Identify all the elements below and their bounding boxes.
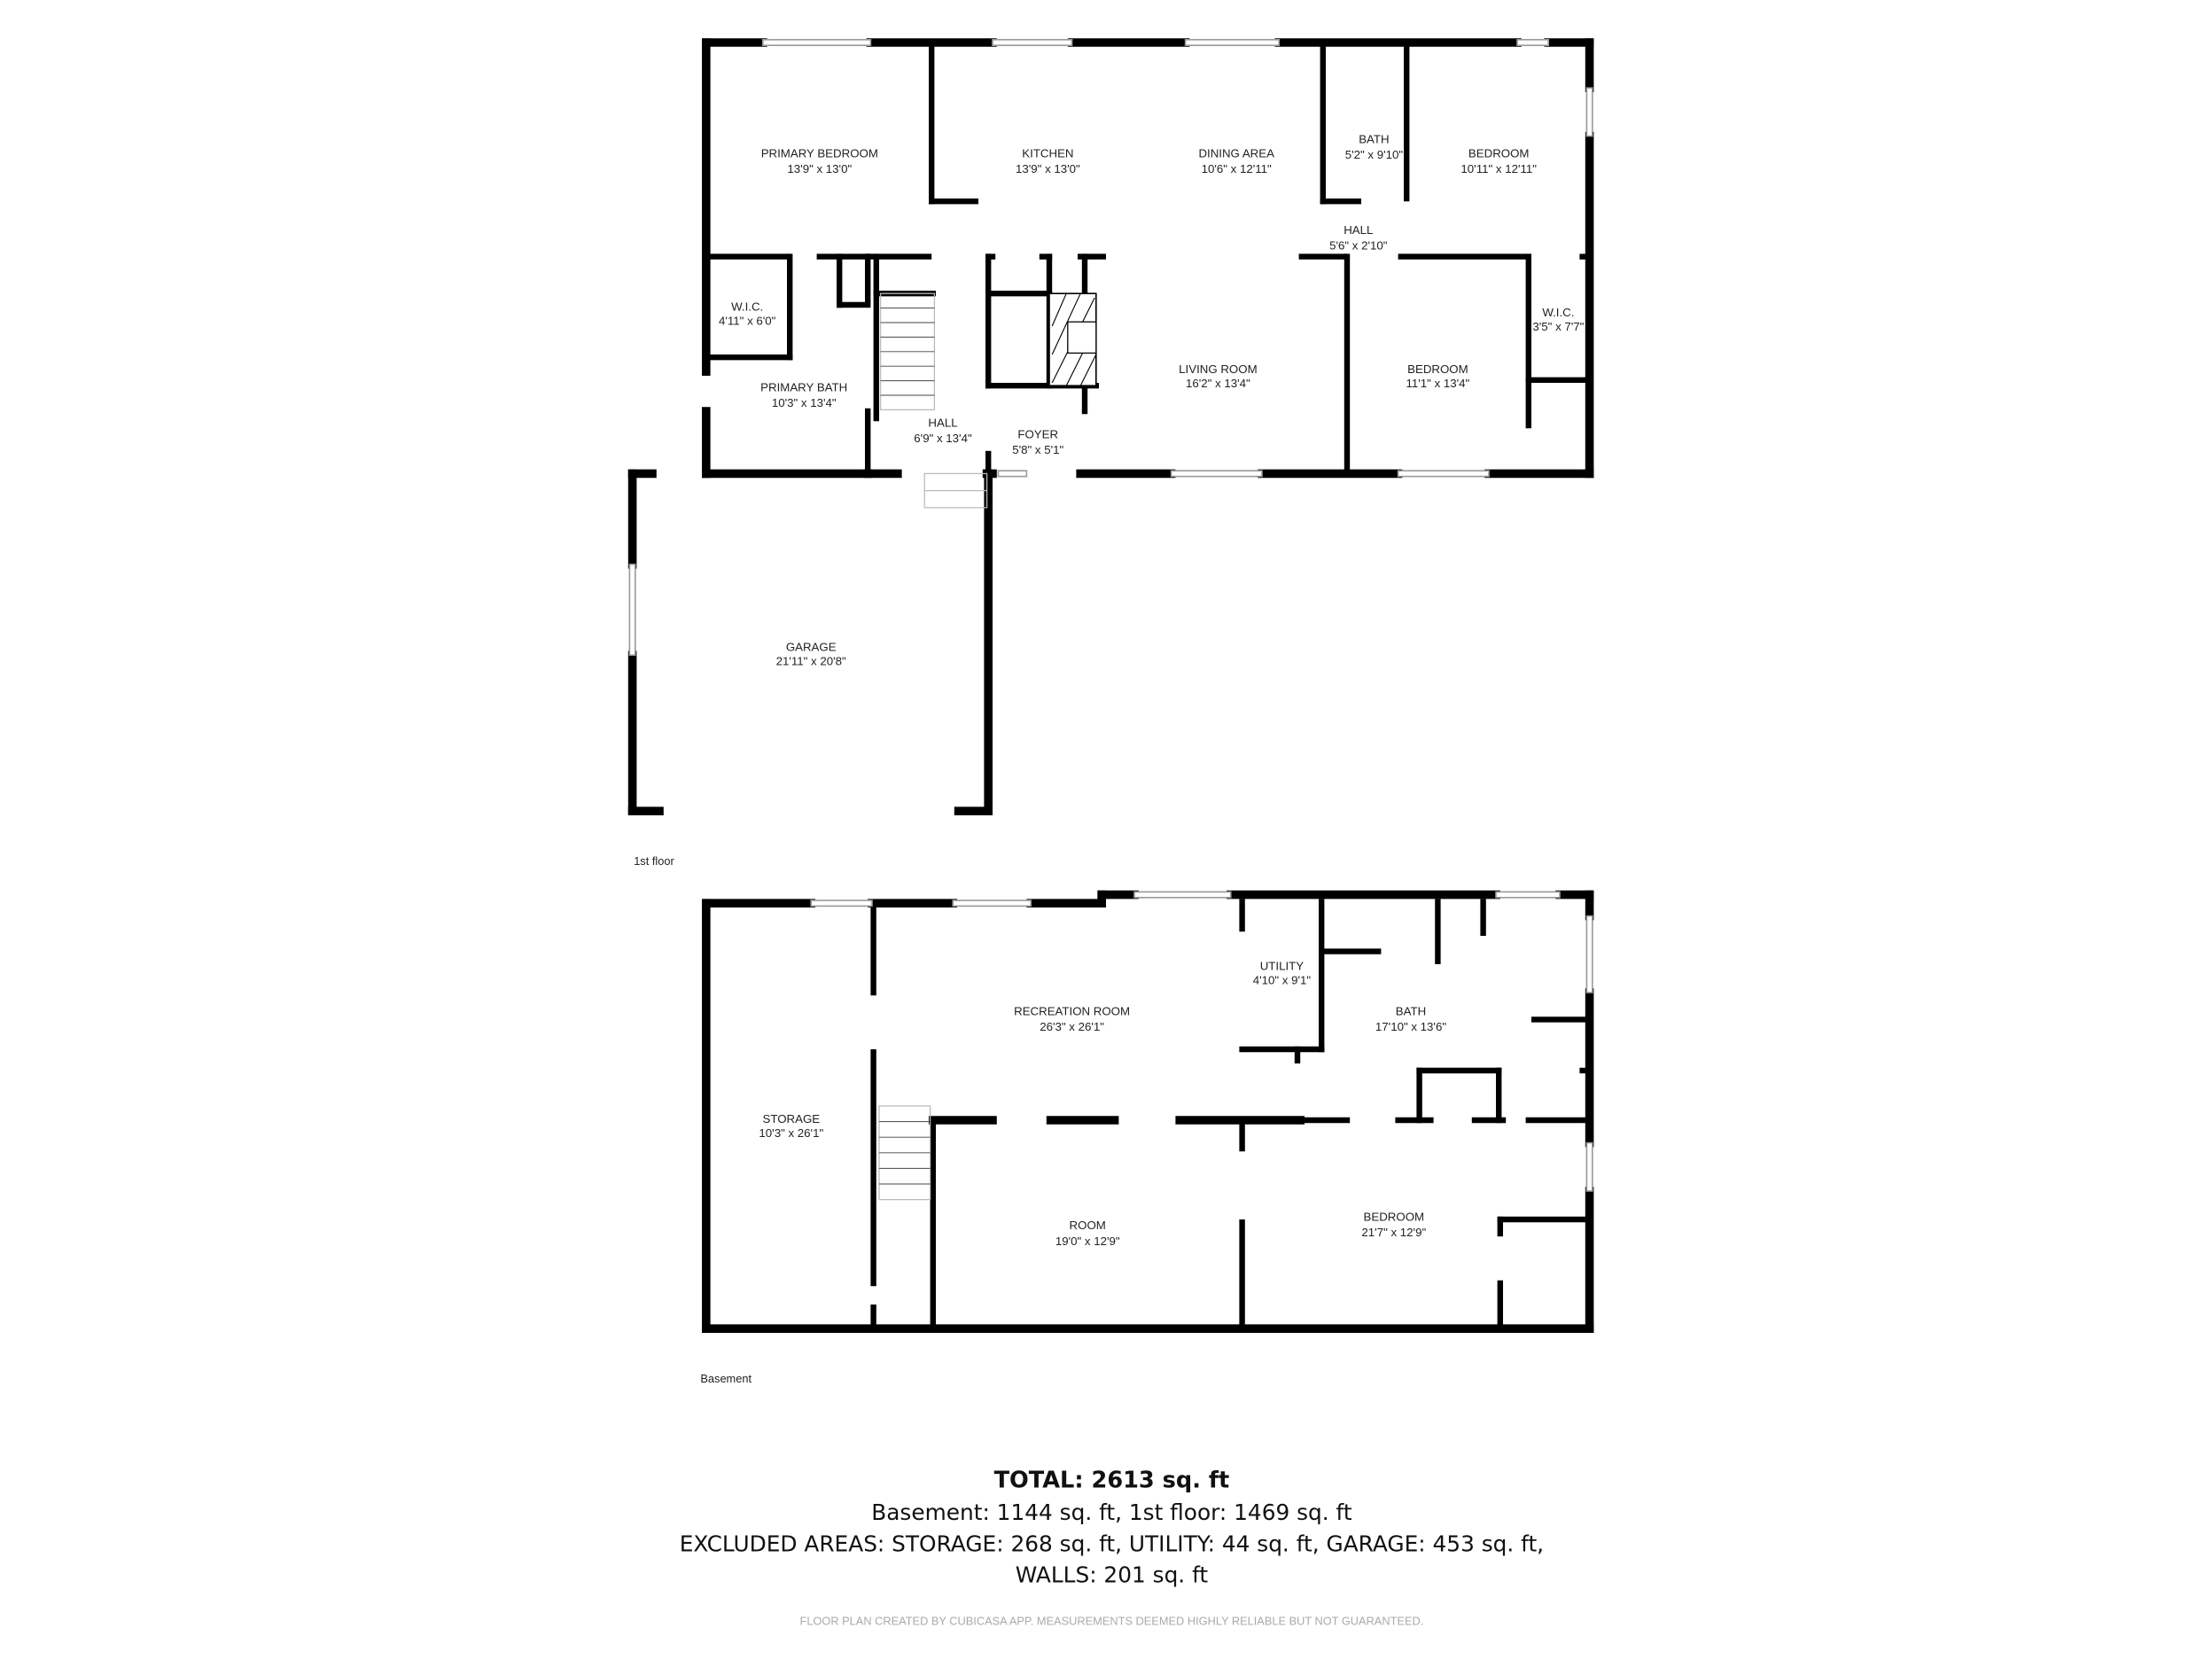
window bbox=[1585, 87, 1593, 137]
room-wic-1: W.I.C.4'11" x 6'0" bbox=[719, 300, 776, 327]
svg-text:4'10" x 9'1": 4'10" x 9'1" bbox=[1253, 973, 1312, 986]
svg-text:4'11" x 6'0": 4'11" x 6'0" bbox=[719, 314, 776, 327]
window bbox=[628, 564, 636, 656]
svg-text:HALL: HALL bbox=[928, 417, 957, 430]
window bbox=[1184, 39, 1280, 46]
window bbox=[810, 900, 873, 907]
room-wic-2: W.I.C.3'5" x 7'7" bbox=[1532, 306, 1584, 333]
room-basement-bedroom: BEDROOM 21'7" x 12'9" bbox=[1361, 1211, 1426, 1240]
fireplace bbox=[1048, 292, 1097, 387]
svg-text:UTILITY: UTILITY bbox=[1260, 959, 1305, 972]
svg-text:21'7" x 12'9": 21'7" x 12'9" bbox=[1361, 1226, 1426, 1239]
svg-text:STORAGE: STORAGE bbox=[762, 1112, 820, 1125]
svg-text:6'9" x 13'4": 6'9" x 13'4" bbox=[914, 432, 972, 445]
svg-text:10'11" x 12'11": 10'11" x 12'11" bbox=[1460, 162, 1537, 175]
entry-steps bbox=[923, 472, 988, 509]
svg-text:11'1" x 13'4": 11'1" x 13'4" bbox=[1406, 377, 1470, 390]
svg-text:BEDROOM: BEDROOM bbox=[1364, 1211, 1425, 1224]
disclaimer: FLOOR PLAN CREATED BY CUBICASA APP. MEAS… bbox=[800, 1615, 1424, 1628]
floor-label-basement: Basement bbox=[700, 1372, 752, 1385]
window bbox=[1170, 470, 1263, 478]
svg-text:GARAGE: GARAGE bbox=[786, 640, 837, 653]
svg-text:3'5" x 7'7": 3'5" x 7'7" bbox=[1532, 320, 1584, 333]
first-floor-labels: PRIMARY BEDROOM 13'9" x 13'0" KITCHEN 13'9… bbox=[634, 133, 1584, 868]
svg-text:10'3" x 26'1": 10'3" x 26'1" bbox=[759, 1126, 823, 1140]
svg-text:BATH: BATH bbox=[1396, 1005, 1426, 1018]
window bbox=[952, 900, 1032, 907]
walls bbox=[627, 38, 1594, 1333]
svg-text:26'3" x 26'1": 26'3" x 26'1" bbox=[1040, 1020, 1104, 1033]
svg-text:DINING AREA: DINING AREA bbox=[1198, 147, 1274, 160]
svg-text:PRIMARY BATH: PRIMARY BATH bbox=[760, 381, 847, 394]
svg-text:BATH: BATH bbox=[1359, 133, 1389, 146]
room-basement-bath: BATH 17'10" x 13'6" bbox=[1375, 1005, 1446, 1034]
room-room: ROOM 19'0" x 12'9" bbox=[1055, 1219, 1120, 1248]
svg-text:RECREATION ROOM: RECREATION ROOM bbox=[1014, 1005, 1130, 1018]
svg-text:W.I.C.: W.I.C. bbox=[731, 300, 763, 313]
stairs-first-floor bbox=[879, 292, 936, 411]
excluded-areas: EXCLUDED AREAS: STORAGE: 268 sq. ft, UTI… bbox=[680, 1530, 1544, 1556]
walls-area: WALLS: 201 sq. ft bbox=[1016, 1562, 1209, 1588]
svg-text:19'0" x 12'9": 19'0" x 12'9" bbox=[1055, 1235, 1120, 1248]
floor-areas: Basement: 1144 sq. ft, 1st floor: 1469 s… bbox=[871, 1499, 1352, 1525]
room-bedroom-1: BEDROOM 10'11" x 12'11" bbox=[1460, 147, 1537, 176]
room-kitchen: KITCHEN 13'9" x 13'0" bbox=[1016, 147, 1080, 176]
window bbox=[1585, 915, 1593, 993]
svg-text:KITCHEN: KITCHEN bbox=[1022, 147, 1073, 160]
window bbox=[1133, 891, 1232, 899]
stairs-basement bbox=[878, 1105, 931, 1201]
room-foyer: FOYER 5'8" x 5'1" bbox=[1012, 427, 1063, 456]
room-bath: BATH 5'2" x 9'10" bbox=[1345, 133, 1404, 162]
floor-label-first: 1st floor bbox=[634, 854, 674, 868]
svg-text:21'11" x 20'8": 21'11" x 20'8" bbox=[776, 654, 846, 667]
window bbox=[1397, 470, 1490, 478]
svg-text:W.I.C.: W.I.C. bbox=[1542, 306, 1574, 319]
total-area: TOTAL: 2613 sq. ft bbox=[994, 1467, 1230, 1493]
svg-text:13'9" x 13'0": 13'9" x 13'0" bbox=[787, 162, 852, 175]
window bbox=[1516, 39, 1550, 46]
svg-text:5'2" x 9'10": 5'2" x 9'10" bbox=[1345, 148, 1404, 161]
windows bbox=[628, 39, 1593, 1192]
area-summary: TOTAL: 2613 sq. ft Basement: 1144 sq. ft… bbox=[680, 1467, 1544, 1627]
room-dining-area: DINING AREA 10'6" x 12'11" bbox=[1198, 147, 1274, 176]
window bbox=[997, 470, 1028, 478]
svg-text:13'9" x 13'0": 13'9" x 13'0" bbox=[1016, 162, 1080, 175]
window bbox=[762, 39, 872, 46]
svg-text:BEDROOM: BEDROOM bbox=[1407, 362, 1468, 376]
room-primary-bath: PRIMARY BATH 10'3" x 13'4" bbox=[760, 381, 847, 410]
svg-text:16'2" x 13'4": 16'2" x 13'4" bbox=[1186, 377, 1250, 390]
window bbox=[1585, 1141, 1593, 1192]
svg-text:FOYER: FOYER bbox=[1017, 427, 1058, 440]
svg-text:PRIMARY BEDROOM: PRIMARY BEDROOM bbox=[761, 147, 878, 160]
svg-text:5'6" x 2'10": 5'6" x 2'10" bbox=[1329, 239, 1388, 253]
svg-text:ROOM: ROOM bbox=[1070, 1219, 1106, 1232]
svg-text:LIVING ROOM: LIVING ROOM bbox=[1179, 362, 1257, 376]
room-primary-bedroom: PRIMARY BEDROOM 13'9" x 13'0" bbox=[761, 147, 878, 176]
room-hall-1: HALL 5'6" x 2'10" bbox=[1329, 223, 1388, 253]
svg-text:BEDROOM: BEDROOM bbox=[1468, 147, 1530, 160]
svg-text:HALL: HALL bbox=[1344, 223, 1373, 237]
window bbox=[1495, 891, 1561, 899]
room-hall-2: HALL 6'9" x 13'4" bbox=[914, 417, 972, 446]
window bbox=[992, 39, 1073, 46]
svg-text:10'3" x 13'4": 10'3" x 13'4" bbox=[772, 396, 837, 409]
room-recreation-room: RECREATION ROOM 26'3" x 26'1" bbox=[1014, 1005, 1130, 1034]
svg-text:17'10" x 13'6": 17'10" x 13'6" bbox=[1375, 1020, 1446, 1033]
svg-text:5'8" x 5'1": 5'8" x 5'1" bbox=[1012, 443, 1063, 456]
svg-text:10'6" x 12'11": 10'6" x 12'11" bbox=[1202, 162, 1272, 175]
